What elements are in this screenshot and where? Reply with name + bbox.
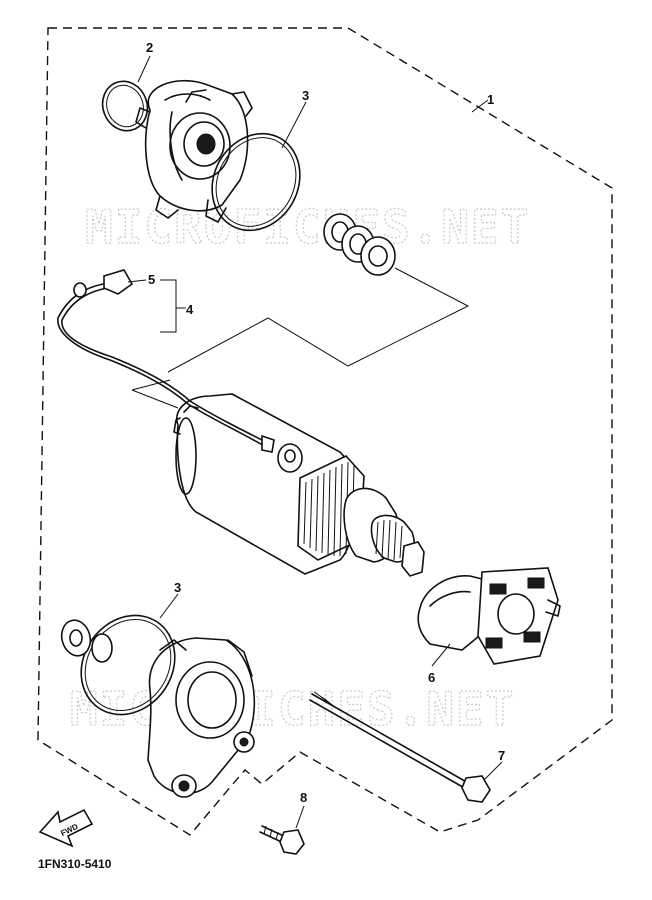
callout-3-upper: 3 <box>302 88 309 103</box>
callout-8: 8 <box>300 790 307 805</box>
cable-lead-part <box>57 269 303 473</box>
callout-5: 5 <box>148 272 155 287</box>
short-bolt-part <box>259 825 305 855</box>
washer-stack-part <box>323 213 396 276</box>
callout-1: 1 <box>487 92 494 107</box>
o-ring-large-lower-part <box>80 614 176 716</box>
rear-cover-part <box>147 637 256 798</box>
diagram-code: 1FN310-5410 <box>38 857 112 871</box>
callout-7: 7 <box>498 748 505 763</box>
through-bolt-part <box>309 691 491 803</box>
front-cover-part <box>135 79 253 223</box>
callout-4: 4 <box>186 302 194 317</box>
callout-6: 6 <box>428 670 435 685</box>
o-ring-part <box>101 80 149 132</box>
brush-holder-part <box>417 567 561 665</box>
starter-motor-body-part <box>173 393 425 577</box>
assembly-boundary-dashed <box>37 27 613 836</box>
watermark-lower: MICROFICHES.NET <box>70 682 515 736</box>
washer-lower-part <box>60 619 92 657</box>
seal-lower-part <box>91 633 113 663</box>
callout-3-lower: 3 <box>174 580 181 595</box>
fwd-arrow-icon: FWD <box>38 808 94 848</box>
callout-2: 2 <box>146 40 153 55</box>
watermark-upper: MICROFICHES.NET <box>85 200 530 254</box>
o-ring-large-upper-part <box>211 132 301 232</box>
